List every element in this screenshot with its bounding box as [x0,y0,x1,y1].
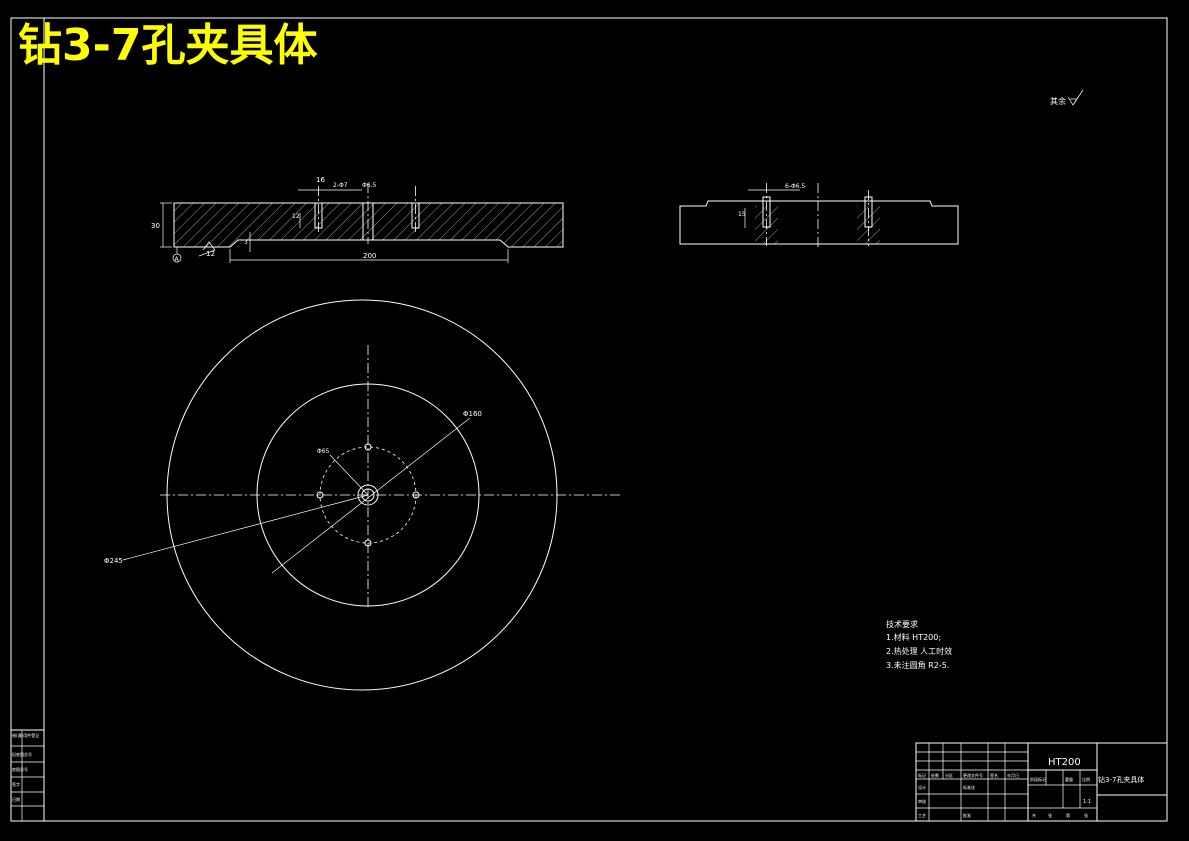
note-2: 2.热处理 人工时效 [886,646,952,656]
tb-label: 分区 [945,772,953,778]
dim-200: 200 [363,252,376,260]
dim-phi65: Φ65 [317,448,330,455]
tb-label: 审核 [918,798,926,804]
datum-label: A [175,256,180,263]
tb-label: 签名 [990,772,998,778]
dim-phi6-5: Φ6.5 [362,182,376,189]
roughness-12-icon [202,241,216,251]
material-label: HT200 [1048,757,1081,768]
roughness-12: 12 [206,250,215,258]
lb-label: 日期 [12,796,20,802]
side-section-view: 6-Φ6.5 15 [679,183,959,248]
scale-value: 1:1 [1083,799,1091,805]
lb-label: 签字 [12,781,20,787]
technical-notes: 技术要求 1.材料 HT200; 2.热处理 人工时效 3.未注圆角 R2-5. [886,619,952,670]
note-3: 3.未注圆角 R2-5. [886,660,949,670]
note-1: 1.材料 HT200; [886,632,941,642]
dim-phi245: Φ245 [104,557,123,565]
dim-15: 15 [738,211,746,218]
plan-view: Φ160 Φ245 Φ65 [104,299,623,691]
tb-label: 重量 [1065,776,1073,782]
lb-label: 底图总号 [12,766,28,772]
tb-label: 张 [1048,812,1052,818]
tb-label: 比例 [1082,776,1090,782]
left-margin-block: 借(通)用件登记 旧底图总号 底图总号 签字 日期 [10,729,45,822]
drawing-title: 钻3-7孔夹具体 [18,20,318,71]
dim-3: 3 [244,239,248,246]
tb-label: 共 [1032,812,1036,818]
part-name: 钻3-7孔夹具体 [1098,775,1144,784]
dim-30: 30 [151,222,160,230]
tb-label: 工艺 [918,813,926,818]
dim-12: 12 [292,213,300,220]
tb-label: 阶段标记 [1030,776,1046,782]
dim-2phi7: 2-Φ7 [333,182,348,189]
tb-label: 标准化 [963,784,975,790]
tb-label: 处数 [931,772,939,778]
tb-label: 设计 [918,784,926,790]
dim-phi160: Φ160 [463,410,482,418]
notes-heading: 技术要求 [886,619,918,629]
front-section-view: 30 16 2-Φ7 Φ6.5 12 200 3 A 12 [151,176,564,263]
tb-label: 年月日 [1007,772,1019,778]
tb-label: 第 [1066,812,1070,818]
inner-frame [43,17,1168,822]
outer-frame [10,17,1168,822]
roughness-note: 其余 [1050,96,1066,106]
dim-6phi6-5: 6-Φ6.5 [785,183,805,190]
tb-label: 批准 [963,812,971,818]
tb-label: 标记 [918,772,926,778]
roughness-symbol-icon [1067,96,1079,106]
lb-label: 旧底图总号 [12,751,32,757]
tb-label: 更改文件号 [963,772,983,778]
title-block: HT200 钻3-7孔夹具体 1:1 标记 处数 分区 更改文件号 签名 年月日… [915,742,1168,822]
tb-label: 张 [1084,812,1088,818]
lb-label: 借(通)用件登记 [12,732,39,738]
dim-16: 16 [316,176,325,184]
